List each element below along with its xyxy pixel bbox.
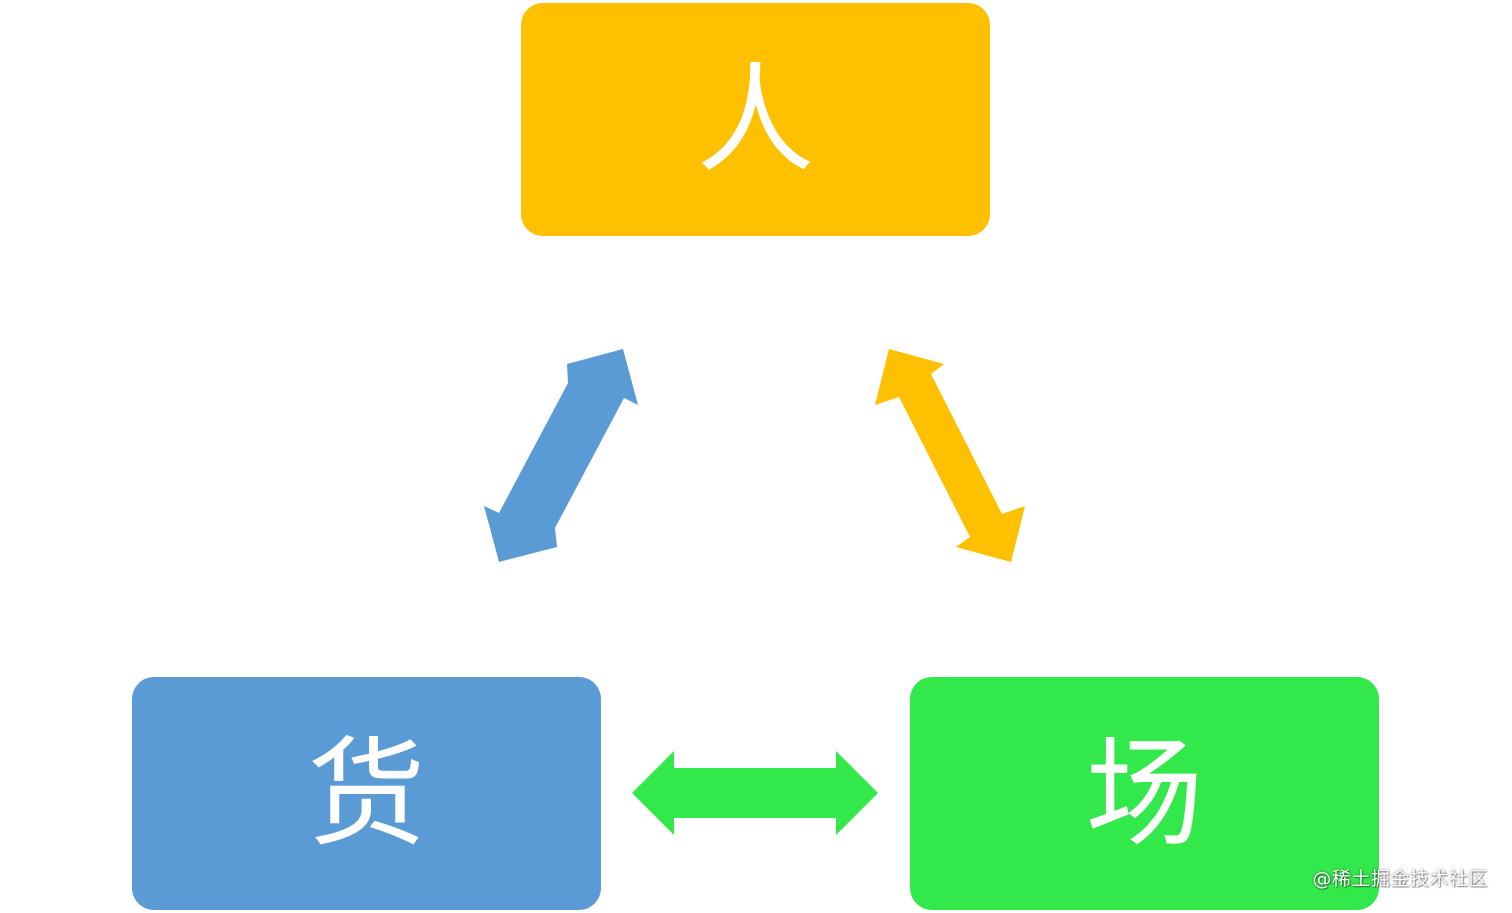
node-people-label: 人 [696, 50, 815, 189]
node-goods: 货 [132, 677, 601, 910]
arrow-people-place [875, 349, 1025, 562]
arrow-goods-people [484, 349, 638, 562]
watermark: @稀土掘金技术社区 [1312, 868, 1488, 890]
node-people: 人 [521, 3, 990, 236]
node-place-label: 场 [1085, 724, 1204, 863]
arrow-goods-place [632, 751, 878, 835]
node-goods-label: 货 [307, 724, 426, 863]
node-place: 场 [910, 677, 1379, 910]
